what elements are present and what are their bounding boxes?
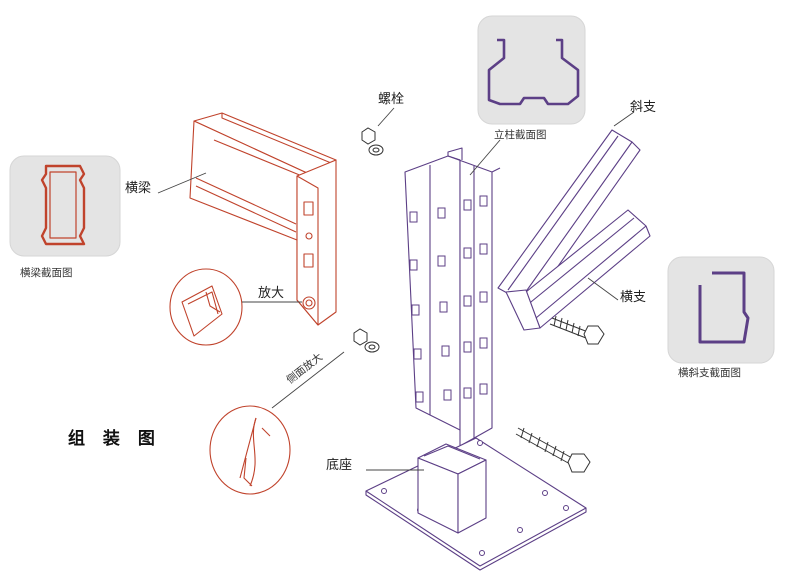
beam-section-label: 横梁截面图	[20, 266, 73, 279]
bolt-label: 螺栓	[378, 92, 404, 107]
brace-section-card: 横斜支截面图	[667, 256, 775, 379]
brace-section-profile	[698, 271, 750, 344]
beam-component: 横梁	[125, 112, 337, 326]
assembly-title: 组 装 图	[68, 428, 161, 449]
base-label: 底座	[326, 457, 352, 473]
magnify-detail: 放大	[169, 268, 302, 346]
side-magnify-detail: 侧面放大	[209, 350, 345, 495]
brace-section-label: 横斜支截面图	[678, 366, 741, 379]
side-magnify-label: 侧面放大	[284, 350, 325, 386]
diagonal-brace-label: 斜支	[630, 100, 656, 115]
column-section-profile	[487, 38, 580, 106]
bolt-assembly-top: 螺栓	[361, 92, 404, 156]
nut-assembly-mid	[353, 328, 380, 353]
horizontal-brace-label: 横支	[620, 290, 646, 305]
column-section-card: 立柱截面图	[477, 15, 586, 141]
beam-section-profile	[40, 164, 86, 246]
brace-assembly: 斜支 横支	[497, 100, 656, 331]
beam-label: 横梁	[125, 181, 151, 196]
beam-section-card: 横梁截面图	[9, 155, 121, 279]
upright-column	[404, 139, 501, 447]
column-section-label: 立柱截面图	[494, 128, 547, 141]
magnify-label: 放大	[258, 286, 284, 301]
base-bolt	[515, 427, 591, 473]
base-plate: 底座	[326, 437, 587, 571]
brace-bolt	[549, 315, 605, 345]
